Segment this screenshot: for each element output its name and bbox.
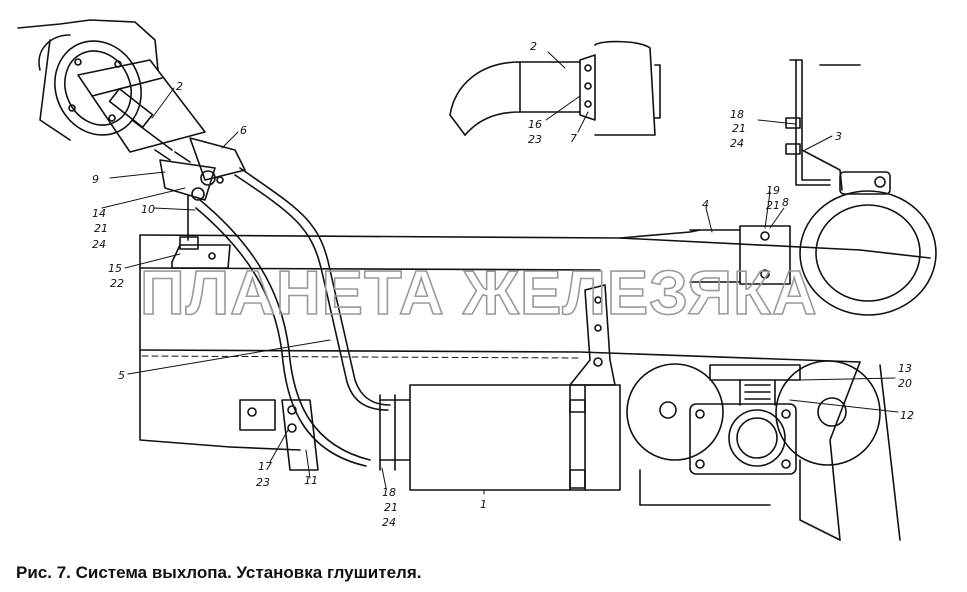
callout-2-left: 2 — [176, 80, 183, 93]
bracket-17 — [239, 399, 319, 471]
callout-18-bottom-24: 24 — [382, 516, 396, 529]
callout-18-top: 18 — [730, 108, 744, 121]
callout-13: 13 — [898, 362, 912, 375]
exhaust-system-drawing: ПЛАНЕТА ЖЕЛЕЗЯКА 2 6 9 10 14 21 24 15 22… — [17, 19, 937, 541]
callout-14-21: 21 — [94, 222, 108, 235]
callout-group-14: 14 21 24 — [92, 207, 108, 251]
callout-3: 3 — [835, 130, 842, 143]
callout-15: 15 — [108, 262, 122, 275]
callout-group-18-top: 18 21 24 — [730, 108, 746, 150]
callout-19: 19 — [766, 184, 780, 197]
outlet-assembly — [626, 360, 881, 506]
callout-10: 10 — [141, 203, 155, 216]
callout-18-bottom-21: 21 — [384, 501, 398, 514]
callout-20: 20 — [898, 377, 912, 390]
callout-group-17: 17 23 — [256, 460, 272, 489]
callout-15-22: 22 — [110, 277, 124, 290]
callout-labels: 2 6 9 10 14 21 24 15 22 5 2 16 23 7 18 2… — [92, 40, 914, 529]
leader-lines — [101, 51, 899, 495]
callout-18-bottom: 18 — [382, 486, 396, 499]
bracket-15 — [171, 236, 231, 269]
muffler-support — [569, 284, 616, 386]
callout-16: 16 — [528, 118, 542, 131]
callout-6: 6 — [240, 124, 247, 137]
muffler — [379, 384, 621, 491]
engine-flange — [17, 19, 159, 141]
detail-flange-view — [449, 40, 661, 136]
callout-18-top-24: 24 — [730, 137, 744, 150]
callout-group-15: 15 22 — [108, 262, 124, 290]
callout-2-top: 2 — [530, 40, 537, 53]
callout-group-19: 19 21 — [766, 184, 780, 212]
callout-7: 7 — [570, 132, 577, 145]
callout-17-23: 23 — [256, 476, 270, 489]
callout-18-top-21: 21 — [732, 122, 746, 135]
callout-group-18-bottom: 18 21 24 — [382, 486, 398, 529]
callout-14: 14 — [92, 207, 106, 220]
callout-17: 17 — [258, 460, 272, 473]
callout-16-23: 23 — [528, 133, 542, 146]
callout-8: 8 — [782, 196, 789, 209]
callout-5: 5 — [118, 369, 125, 382]
figure-caption: Рис. 7. Система выхлопа. Установка глуши… — [16, 563, 422, 582]
exhaust-valve-unit — [77, 59, 246, 201]
callout-12: 12 — [900, 409, 914, 422]
watermark: ПЛАНЕТА ЖЕЛЕЗЯКА — [140, 259, 818, 328]
callout-4: 4 — [702, 198, 709, 211]
callout-1: 1 — [480, 498, 487, 511]
callout-11: 11 — [304, 474, 318, 487]
callout-14-24: 24 — [92, 238, 106, 251]
callout-9: 9 — [92, 173, 99, 186]
callout-group-16: 16 23 — [528, 118, 542, 146]
callout-19-21: 21 — [766, 199, 780, 212]
control-cables — [187, 167, 391, 467]
